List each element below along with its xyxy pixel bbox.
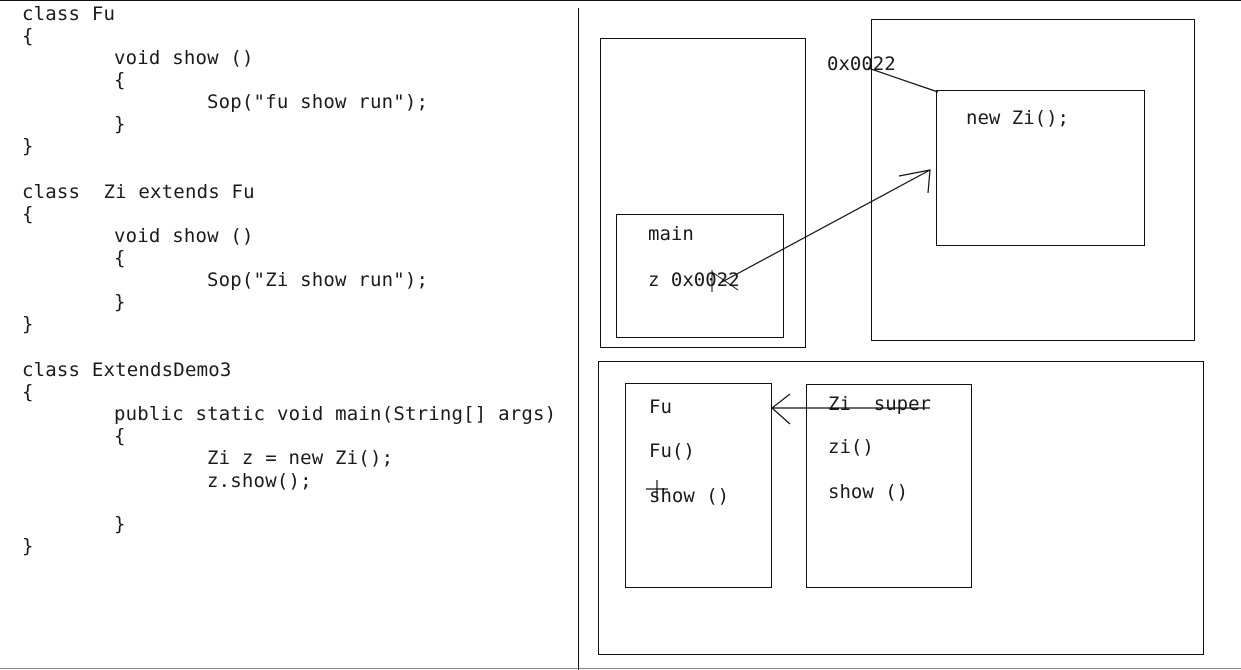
- code-line: {: [22, 203, 34, 225]
- zi-show-method: show (): [828, 481, 909, 503]
- z-reference-label: z 0x0022: [648, 269, 740, 291]
- zi-class-title: Zi super: [828, 393, 931, 415]
- code-line: class ExtendsDemo3: [22, 359, 232, 381]
- main-frame-label: main: [648, 223, 694, 245]
- code-line: {: [114, 69, 126, 91]
- top-border: [0, 0, 1241, 1]
- vertical-divider: [578, 8, 579, 670]
- fu-constructor: Fu(): [649, 440, 695, 462]
- code-line: }: [22, 535, 34, 557]
- fu-class-box: [625, 383, 772, 588]
- code-line: public static void main(String[] args): [114, 403, 557, 425]
- code-line: }: [114, 291, 126, 313]
- zi-class-box: [806, 384, 972, 588]
- code-line: {: [22, 381, 34, 403]
- code-line: {: [114, 425, 126, 447]
- code-line: }: [114, 113, 126, 135]
- code-line: z.show();: [207, 470, 312, 492]
- code-line: Sop("fu show run");: [207, 91, 429, 113]
- code-line: class Zi extends Fu: [22, 181, 255, 203]
- code-line: {: [114, 247, 126, 269]
- zi-constructor: zi(): [828, 436, 874, 458]
- heap-address-label: 0x0022: [827, 53, 896, 75]
- zi-object-box: [936, 90, 1145, 246]
- code-line: Sop("Zi show run");: [207, 269, 429, 291]
- code-line: {: [22, 25, 34, 47]
- code-line: void show (): [114, 225, 254, 247]
- zi-object-label: new Zi();: [966, 107, 1069, 129]
- fu-show-method: show (): [649, 485, 730, 507]
- code-line: }: [22, 313, 34, 335]
- code-line: void show (): [114, 47, 254, 69]
- code-line: }: [114, 513, 126, 535]
- fu-class-title: Fu: [649, 396, 672, 418]
- code-line: Zi z = new Zi();: [207, 447, 394, 469]
- method-area: [598, 361, 1204, 655]
- bottom-border: [0, 668, 1241, 669]
- code-line: }: [22, 135, 34, 157]
- code-line: class Fu: [22, 3, 116, 25]
